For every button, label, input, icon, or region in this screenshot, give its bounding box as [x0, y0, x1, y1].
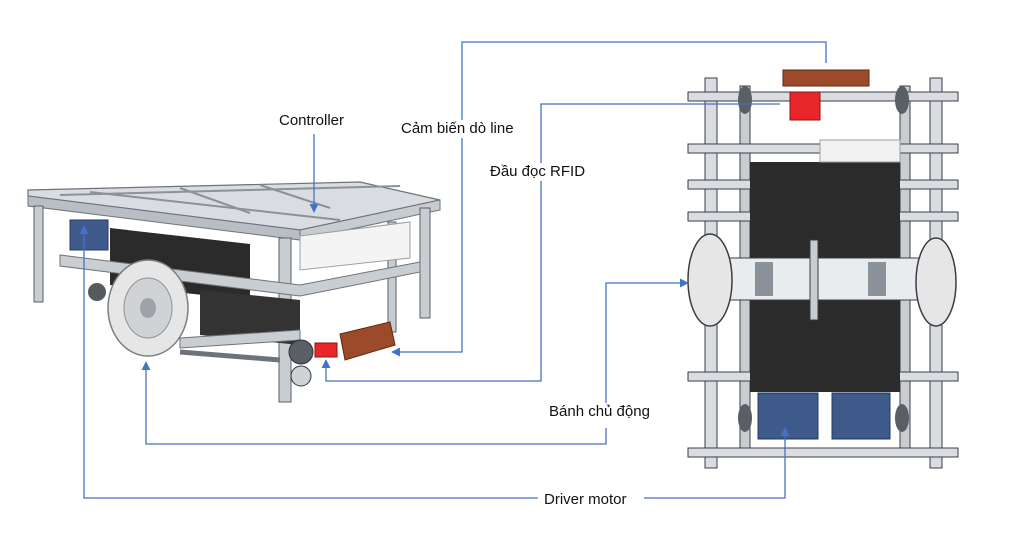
line-sensor-top [782, 69, 870, 87]
agv-perspective-view [27, 181, 441, 403]
driver-motor-top [757, 392, 819, 440]
leader-driver-motor-left [79, 225, 538, 499]
leader-drive-wheel-right [605, 278, 689, 404]
driver-motor-box [69, 219, 109, 251]
leader-lines [79, 41, 827, 499]
label-rfid-reader: Đầu đọc RFID [487, 163, 589, 181]
leader-rfid [321, 103, 780, 382]
label-driver-motor: Driver motor [541, 491, 630, 509]
leader-line-sensor [391, 41, 827, 357]
leader-driver-motor-right [644, 427, 790, 499]
label-drive-wheel: Bánh chủ động [546, 403, 653, 421]
leader-drive-wheel-left [141, 361, 607, 445]
agv-top-view [687, 69, 959, 469]
drive-wheel-top-left [687, 233, 733, 327]
rfid-reader-block [314, 342, 338, 358]
drive-wheel-left [107, 259, 189, 357]
label-line-sensor: Cảm biến dò line [398, 120, 517, 138]
line-sensor-block [339, 321, 396, 361]
controller-box [299, 221, 411, 271]
label-controller: Controller [276, 112, 348, 130]
rfid-reader-top [789, 91, 821, 121]
